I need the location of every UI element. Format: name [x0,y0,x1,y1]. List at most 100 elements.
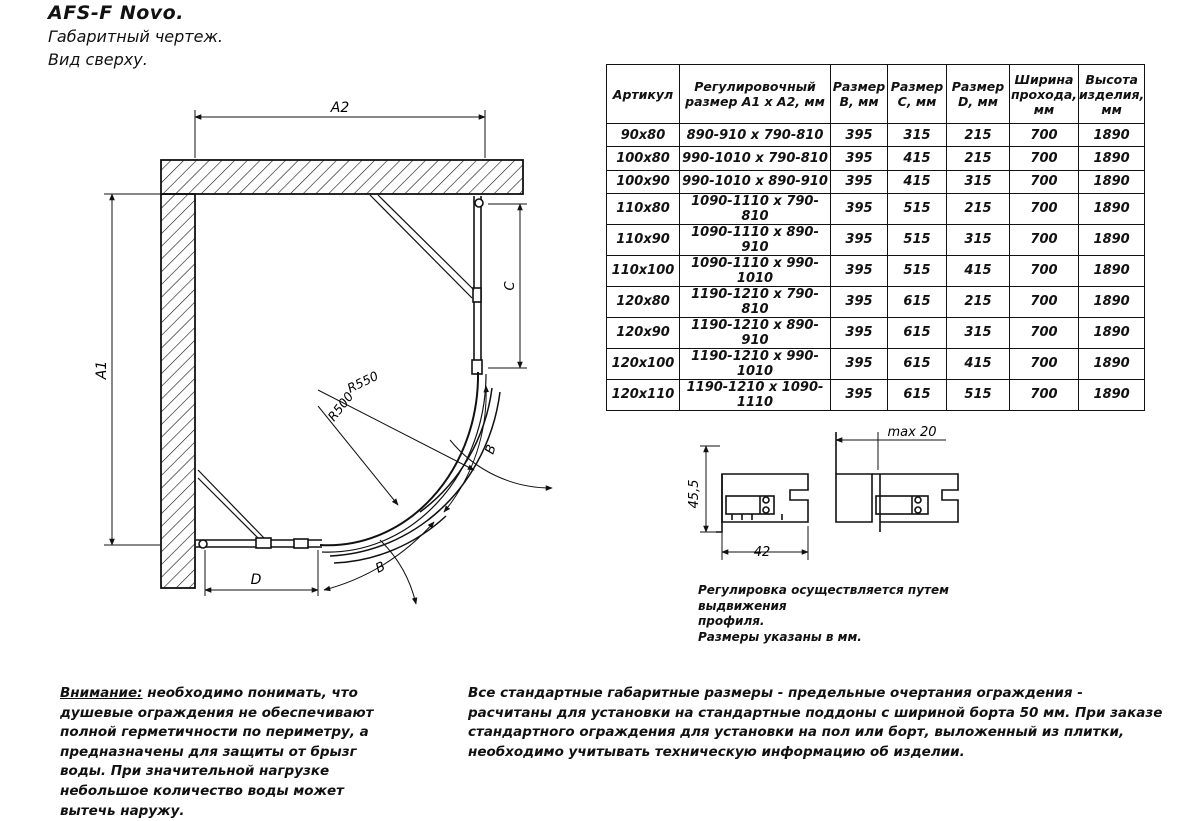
adjustment-note: Регулировка осуществляется путем выдвиже… [698,583,1038,645]
cell-article: 120x100 [606,347,680,380]
profile-section-right [835,432,959,532]
cell-article: 110x90 [606,223,680,256]
drawing-view: Вид сверху. [48,50,148,69]
cell-size-c: 615 [887,378,947,411]
dimension-b-bottom-label: B [373,559,387,576]
cell-adjust: 1090-1110 x 790-810 [679,192,831,225]
bottom-fixed-panel [196,537,322,549]
dimension-a1 [104,193,160,546]
cell-height: 1890 [1077,378,1146,411]
profile-width-dimension [721,526,809,560]
col-header-b: Размер B, мм [830,64,888,124]
cell-adjust: 990-1010 x 890-910 [679,169,831,194]
cell-size-b: 395 [830,316,888,349]
drawing-subtitle: Габаритный чертеж. [48,27,223,46]
left-wall [160,193,196,589]
cell-passage: 700 [1009,378,1079,411]
cell-adjust: 1190-1210 x 890-910 [679,316,831,349]
dimension-c-label: C [503,281,518,291]
cell-size-d: 515 [946,378,1010,411]
cell-adjust: 1190-1210 x 1090-1110 [679,378,831,411]
warning-text: необходимо понимать, что душевые огражде… [60,685,374,819]
cell-size-d: 315 [946,316,1010,349]
cell-adjust: 1190-1210 x 790-810 [679,285,831,318]
dimension-d [204,550,319,596]
col-header-c: Размер C, мм [887,64,947,124]
cell-size-b: 395 [830,169,888,194]
top-wall [160,159,524,195]
dimension-b-bottom [323,521,435,605]
right-fixed-panel [471,196,484,375]
cell-passage: 700 [1009,254,1079,287]
spec-table-header-row: Артикул Регулировочный размер A1 x A2, м… [606,64,1146,124]
cell-passage: 700 [1009,223,1079,256]
radius-r550-label: R550 [345,368,381,396]
cell-size-d: 415 [946,254,1010,287]
cell-height: 1890 [1077,347,1146,380]
col-header-adjust: Регулировочный размер A1 x A2, мм [679,64,831,124]
cell-height: 1890 [1077,316,1146,349]
units-note: Размеры указаны в мм. [698,629,862,644]
right-door-strut [369,194,475,299]
profile-section-left [716,473,809,533]
cell-size-d: 315 [946,169,1010,194]
spec-table: Артикул Регулировочный размер A1 x A2, м… [606,64,1146,411]
cell-size-b: 395 [830,347,888,380]
cell-adjust: 890-910 x 790-810 [679,122,831,148]
cell-article: 120x110 [606,378,680,411]
cell-height: 1890 [1077,192,1146,225]
dimension-a2 [194,110,486,158]
dimension-a1-label: A1 [94,361,110,380]
drawing-title: AFS-F Novo. [48,2,184,24]
cell-size-b: 395 [830,122,888,148]
cell-size-d: 215 [946,122,1010,148]
max-offset-label: max 20 [888,425,937,440]
cell-size-c: 615 [887,316,947,349]
cell-height: 1890 [1077,122,1146,148]
warning-block: Внимание: необходимо понимать, что душев… [60,684,400,821]
cell-height: 1890 [1077,146,1146,171]
cell-article: 110x100 [606,254,680,287]
col-header-passage: Ширина прохода, мм [1009,64,1079,124]
profile-height-label: 45,5 [687,480,702,509]
cell-size-c: 315 [887,122,947,148]
cell-passage: 700 [1009,192,1079,225]
cell-size-d: 215 [946,192,1010,225]
dimension-c [488,203,527,369]
dimension-b-right-label: B [483,443,500,457]
cell-height: 1890 [1077,169,1146,194]
drawing-header: AFS-F Novo. Габаритный чертеж. Вид сверх… [48,2,223,71]
cell-size-d: 215 [946,146,1010,171]
warning-label: Внимание: [60,685,143,701]
cell-size-b: 395 [830,254,888,287]
adjustment-note-line2: профиля. [698,614,765,628]
cell-article: 100x90 [606,169,680,194]
cell-passage: 700 [1009,169,1079,194]
cell-adjust: 1090-1110 x 890-910 [679,223,831,256]
cell-passage: 700 [1009,316,1079,349]
left-door-strut [197,469,265,539]
cell-size-c: 515 [887,254,947,287]
max-offset-dimension [835,432,946,470]
col-header-d: Размер D, мм [946,64,1010,124]
dimension-d-label: D [251,572,262,588]
adjustment-note-line1: Регулировка осуществляется путем выдвиже… [698,583,949,613]
profile-width-label: 42 [754,545,771,560]
cell-article: 110x80 [606,192,680,225]
profile-height-dimension [700,445,720,533]
technical-drawing: A2 A1 C D [94,100,959,605]
dimension-b-right [443,385,553,513]
cell-size-b: 395 [830,192,888,225]
cell-size-c: 515 [887,192,947,225]
col-header-height: Высота изделия, мм [1077,64,1146,124]
dimension-a2-label: A2 [330,100,350,116]
cell-adjust: 990-1010 x 790-810 [679,146,831,171]
